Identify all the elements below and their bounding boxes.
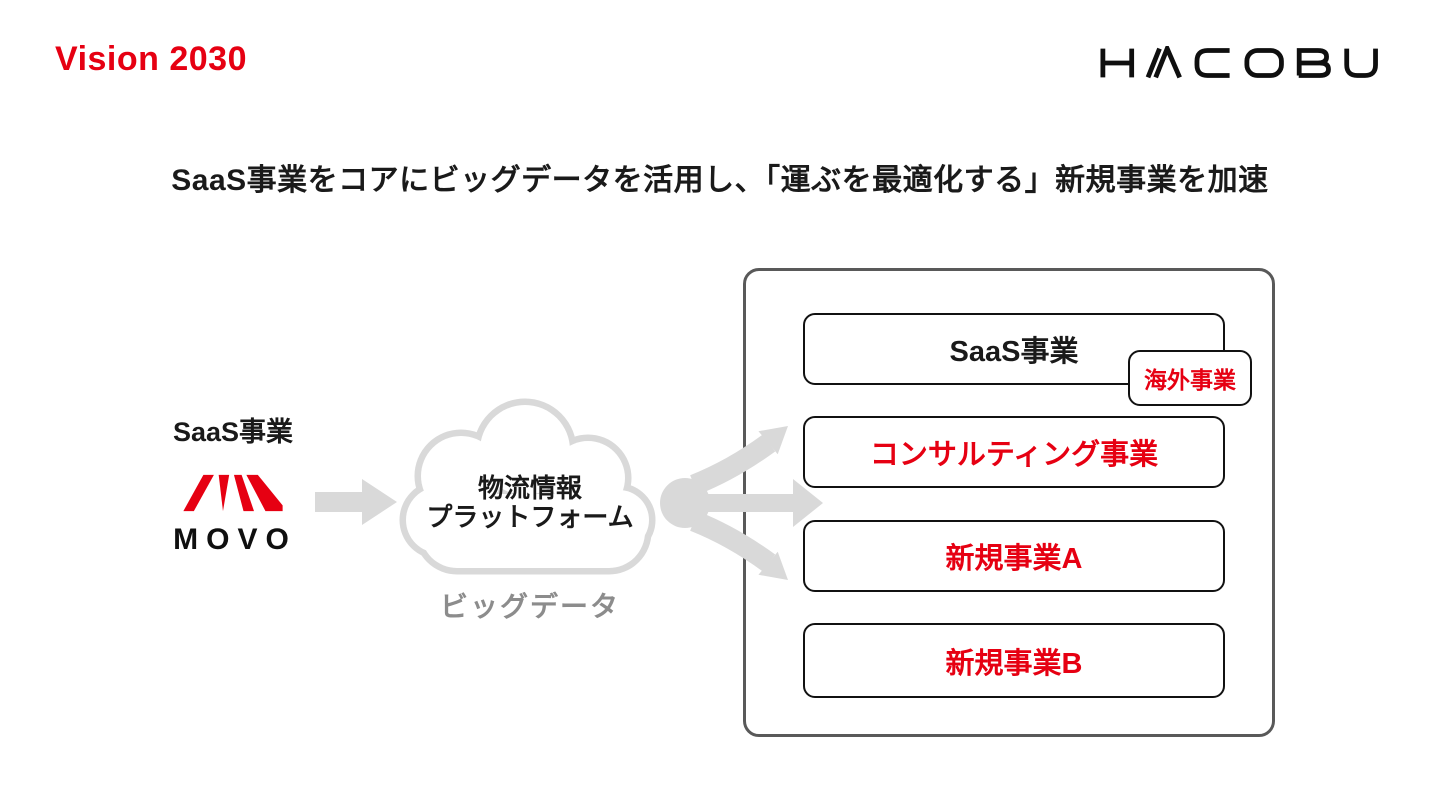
business-box-new-b: 新規事業B [803,623,1225,698]
fan-arrows-icon [660,426,823,580]
page-title: Vision 2030 [55,40,247,78]
platform-cloud: 物流情報 プラットフォーム [395,398,665,583]
movo-wordmark: MOVO [173,523,297,556]
saas-source-group: SaaS事業 MOVO [163,410,303,557]
platform-label-line2: プラットフォーム [426,502,634,532]
movo-logo-icon [183,474,283,512]
slide-headline: SaaS事業をコアにビッグデータを活用し、「運ぶを最適化する」新規事業を加速 [171,164,1269,197]
hacobu-logo-icon [1100,46,1378,79]
bigdata-caption: ビッグデータ [439,591,620,622]
platform-label-line1: 物流情報 [477,473,582,503]
saas-source-label: SaaS事業 [172,417,294,447]
overseas-badge: 海外事業 [1128,350,1252,406]
business-box-new-a: 新規事業A [803,520,1225,592]
platform-label: 物流情報 プラットフォーム [395,474,665,532]
business-box-consulting: コンサルティング事業 [803,416,1225,488]
right-arrow-icon [315,479,397,525]
cloud-icon [399,398,656,575]
